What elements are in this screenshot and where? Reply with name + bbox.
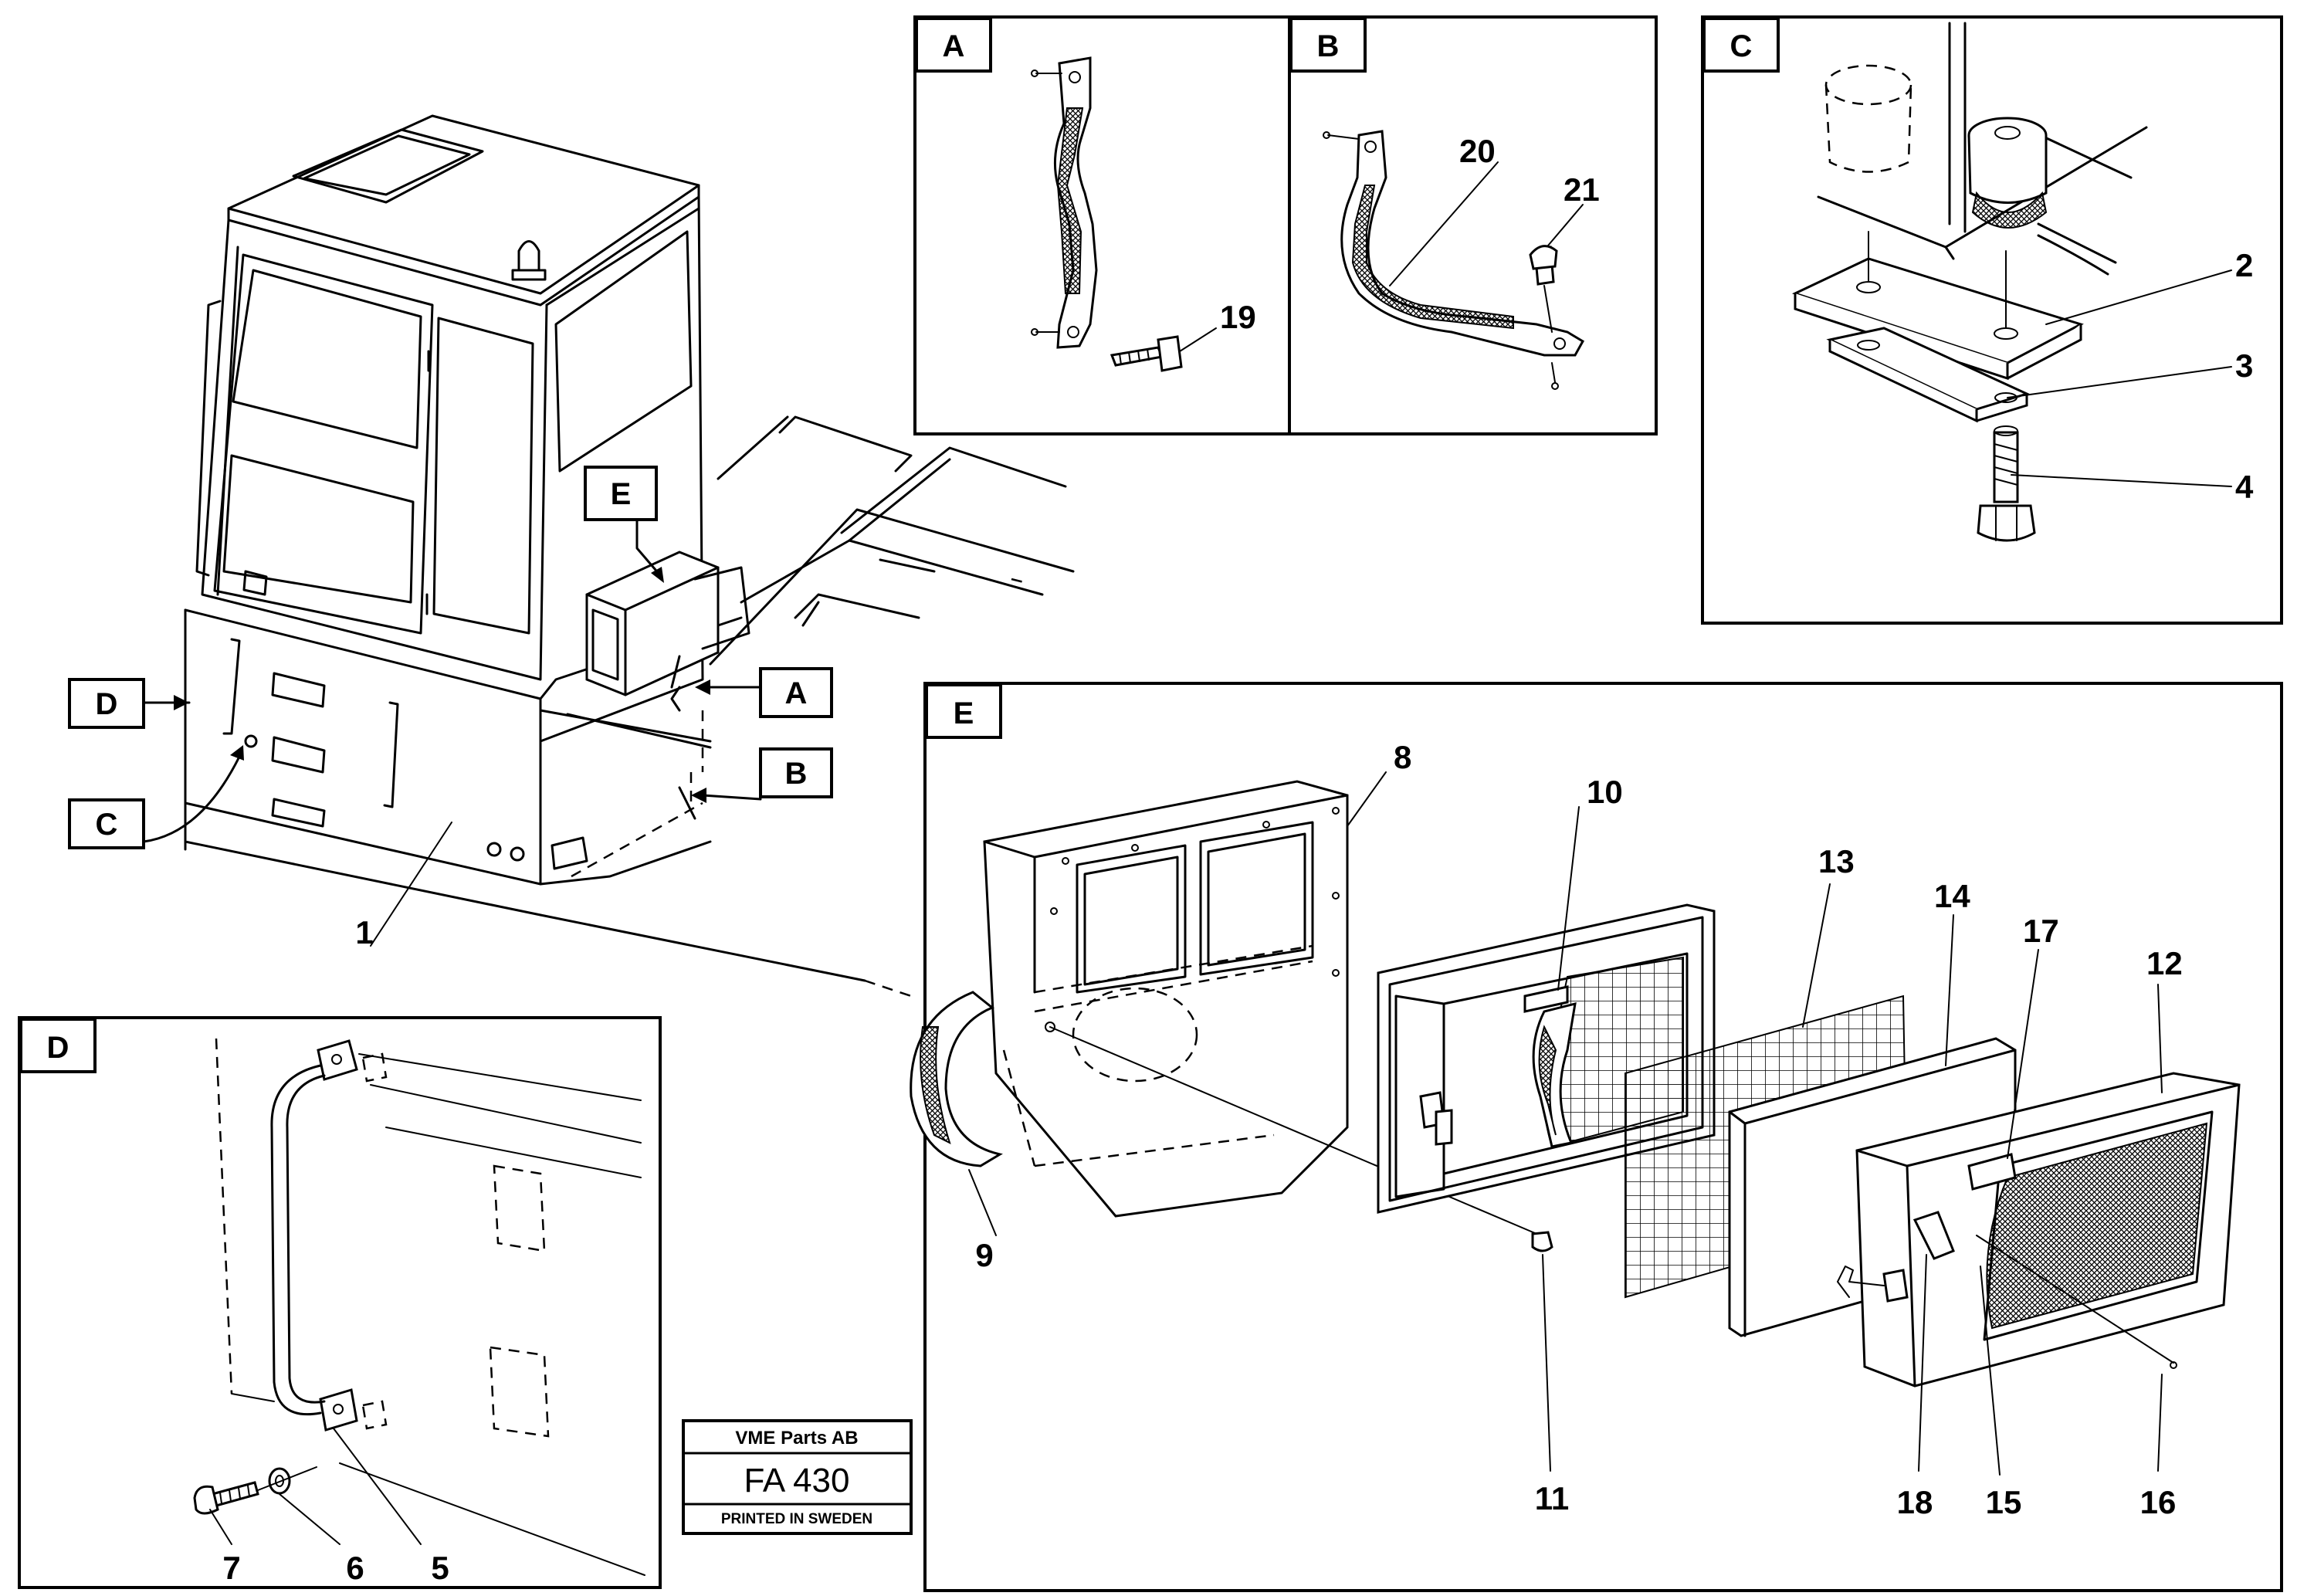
part-label-2: 2 <box>2235 247 2253 283</box>
part-label-16: 16 <box>2140 1484 2177 1520</box>
callout-box-b-overview <box>759 747 833 798</box>
part-label-3: 3 <box>2235 347 2253 384</box>
callout-box-a-overview <box>759 667 833 718</box>
overview-labels: D C A B E 1 <box>68 466 833 950</box>
callout-b-overview: B <box>785 757 808 791</box>
part-label-18: 18 <box>1897 1484 1933 1520</box>
detail-e-panel: E 8 9 11 10 <box>910 682 2283 1592</box>
part-label-19: 19 <box>1220 299 1256 335</box>
callout-box-d-overview <box>68 678 145 729</box>
detail-d-panel: D 7 6 5 <box>18 1016 662 1589</box>
detail-b-letter: B <box>1317 29 1340 63</box>
part-label-13: 13 <box>1818 843 1855 879</box>
callout-c-overview: C <box>96 808 118 842</box>
callout-box-c-overview <box>68 798 145 849</box>
part-label-21: 21 <box>1564 171 1600 208</box>
overview-cab-assembly <box>184 114 1075 998</box>
company-name: VME Parts AB <box>735 1428 858 1449</box>
part-label-7: 7 <box>222 1550 240 1586</box>
part-label-5: 5 <box>431 1550 449 1586</box>
detail-d-letter: D <box>47 1031 69 1065</box>
callout-box-e-overview <box>584 466 658 521</box>
detail-c-letter: C <box>1730 29 1753 63</box>
part-label-8: 8 <box>1394 739 1411 775</box>
part-label-6: 6 <box>346 1550 364 1586</box>
part-label-4: 4 <box>2235 469 2254 505</box>
part-label-14: 14 <box>1934 878 1970 914</box>
callout-d-overview: D <box>96 687 118 721</box>
part-label-9: 9 <box>975 1237 993 1273</box>
detail-a-panel: A 19 <box>913 15 1291 435</box>
detail-b-panel: B 21 20 <box>1288 15 1658 435</box>
part-label-10: 10 <box>1587 774 1623 810</box>
detail-a-letter: A <box>943 29 965 63</box>
printed-in-note: PRINTED IN SWEDEN <box>721 1511 872 1527</box>
part-label-11: 11 <box>1535 1480 1569 1516</box>
overview-callout-arrows <box>142 520 762 947</box>
part-label-15: 15 <box>1986 1484 2022 1520</box>
title-block: VME Parts AB FA 430 PRINTED IN SWEDEN <box>682 1419 913 1535</box>
drawing-code: FA 430 <box>744 1462 849 1499</box>
detail-e-letter: E <box>954 696 974 730</box>
callout-e-overview: E <box>611 477 632 511</box>
part-label-1: 1 <box>355 914 373 950</box>
part-label-20: 20 <box>1459 133 1496 169</box>
part-label-17: 17 <box>2023 913 2059 949</box>
part-label-12: 12 <box>2146 945 2183 981</box>
detail-c-panel: C 2 3 <box>1701 15 2283 625</box>
callout-a-overview: A <box>785 676 808 710</box>
